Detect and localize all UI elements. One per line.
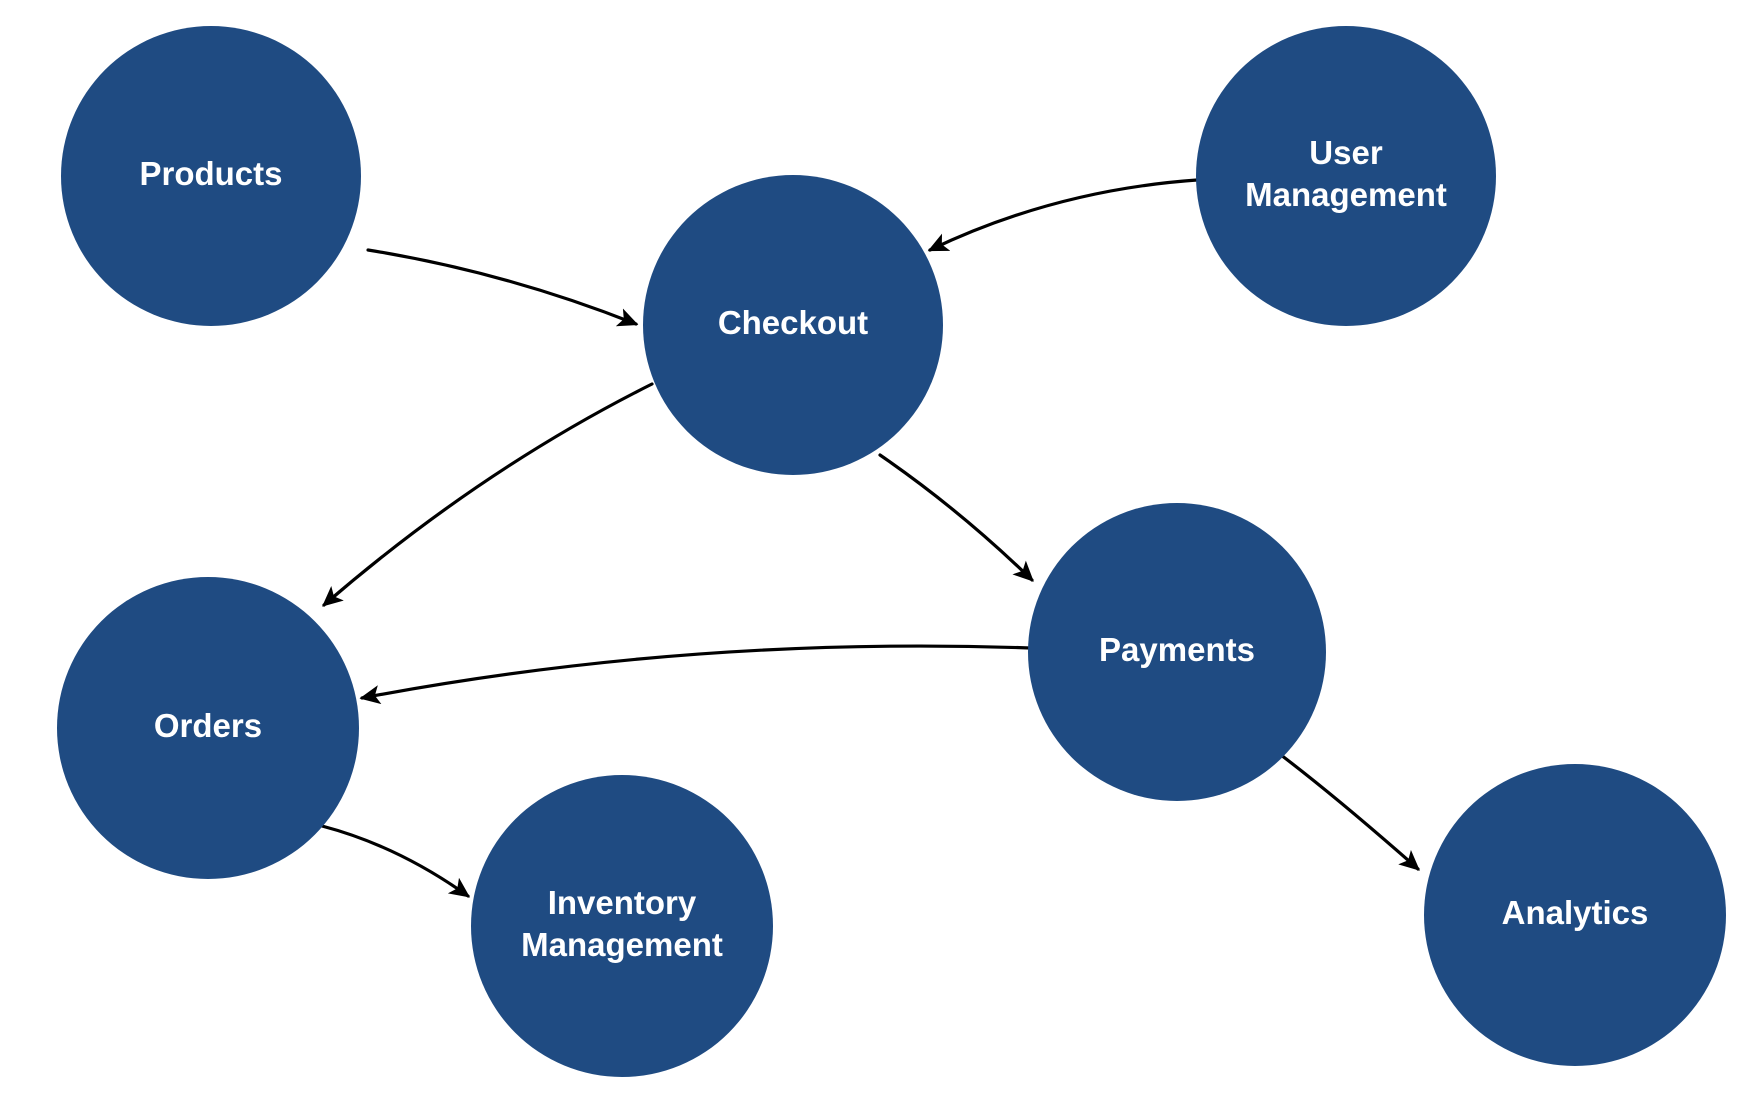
node-payments[interactable]: Payments: [1028, 503, 1326, 801]
edge-payments-to-analytics: [1279, 753, 1420, 871]
node-checkout[interactable]: Checkout: [643, 175, 943, 475]
node-products[interactable]: Products: [61, 26, 361, 326]
edge-orders-to-inventory: [320, 824, 471, 898]
edge-checkout-to-payments: [878, 453, 1034, 582]
edge-user-management-to-checkout: [927, 178, 1199, 252]
node-circle-user-management[interactable]: [1196, 26, 1496, 326]
node-circle-analytics[interactable]: [1424, 764, 1726, 1066]
node-circle-products[interactable]: [61, 26, 361, 326]
node-circle-checkout[interactable]: [643, 175, 943, 475]
node-circle-inventory-management[interactable]: [471, 775, 773, 1077]
edge-checkout-to-orders: [322, 382, 654, 607]
edge-payments-to-orders: [359, 644, 1032, 705]
edges-layer: [320, 178, 1420, 898]
node-circle-payments[interactable]: [1028, 503, 1326, 801]
node-analytics[interactable]: Analytics: [1424, 764, 1726, 1066]
edge-products-to-checkout: [366, 248, 639, 327]
node-circle-orders[interactable]: [57, 577, 359, 879]
node-orders[interactable]: Orders: [57, 577, 359, 879]
